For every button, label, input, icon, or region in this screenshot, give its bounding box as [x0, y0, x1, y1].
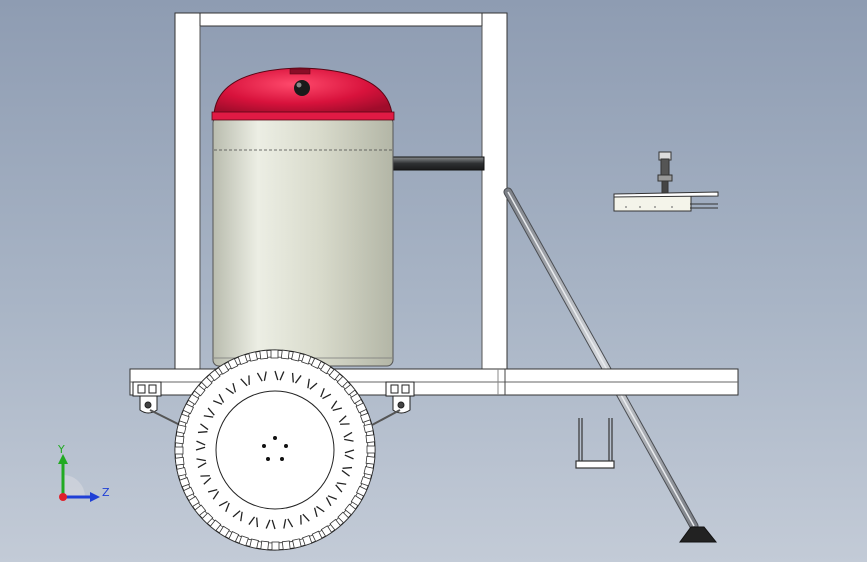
upper-frame[interactable]	[174, 12, 508, 371]
strut-foot[interactable]	[679, 526, 718, 543]
hanging-stirrup[interactable]	[575, 418, 615, 469]
sensor-bracket[interactable]	[613, 151, 719, 212]
y-axis-label: Y	[58, 443, 65, 456]
frame-left-post[interactable]	[174, 12, 201, 371]
tank-valve-knob[interactable]	[294, 80, 310, 96]
wheel[interactable]	[174, 349, 376, 551]
tank-body[interactable]	[212, 116, 394, 367]
right-axle-bracket[interactable]	[385, 381, 415, 414]
outlet-pipe[interactable]	[391, 156, 485, 171]
z-axis-label: Z	[102, 486, 110, 499]
wheel-rim[interactable]	[215, 390, 335, 510]
coordinate-triad	[58, 454, 100, 502]
x-axis-dot	[59, 493, 67, 501]
tire-tread	[174, 349, 376, 551]
left-axle-bracket[interactable]	[132, 381, 162, 414]
frame-right-post[interactable]	[481, 12, 508, 371]
frame-top-beam[interactable]	[174, 12, 508, 27]
support-strut[interactable]	[503, 187, 699, 531]
water-tank[interactable]	[211, 67, 395, 367]
lug-nuts	[262, 436, 288, 461]
